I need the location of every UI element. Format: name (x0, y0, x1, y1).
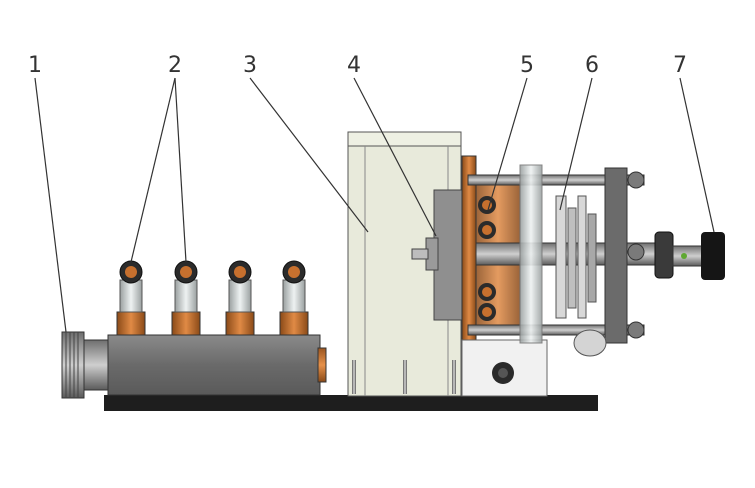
manifold-block (107, 334, 321, 396)
fitting-4 (279, 260, 309, 336)
callout-6: 6 (585, 53, 599, 78)
end-frame (604, 167, 628, 344)
leader-lines (34, 77, 715, 333)
adjust-knob (654, 231, 725, 280)
callout-1: 1 (28, 53, 42, 78)
transparent-disc (519, 164, 543, 344)
fitting-1 (116, 260, 146, 336)
fitting-3 (225, 260, 255, 336)
manifold-side-plug (317, 347, 327, 383)
callout-7: 7 (673, 53, 687, 78)
base-plate (104, 395, 598, 411)
callout-2: 2 (168, 53, 182, 78)
callout-5: 5 (520, 53, 534, 78)
inlet-connector (61, 331, 111, 399)
callout-3: 3 (243, 53, 257, 78)
bracket (461, 339, 548, 397)
cable-gland (573, 329, 607, 357)
callout-4: 4 (347, 53, 361, 78)
hub-plate (411, 189, 465, 321)
disk-stack (555, 195, 597, 319)
nozzle-set (478, 196, 496, 321)
fitting-2 (171, 260, 201, 336)
